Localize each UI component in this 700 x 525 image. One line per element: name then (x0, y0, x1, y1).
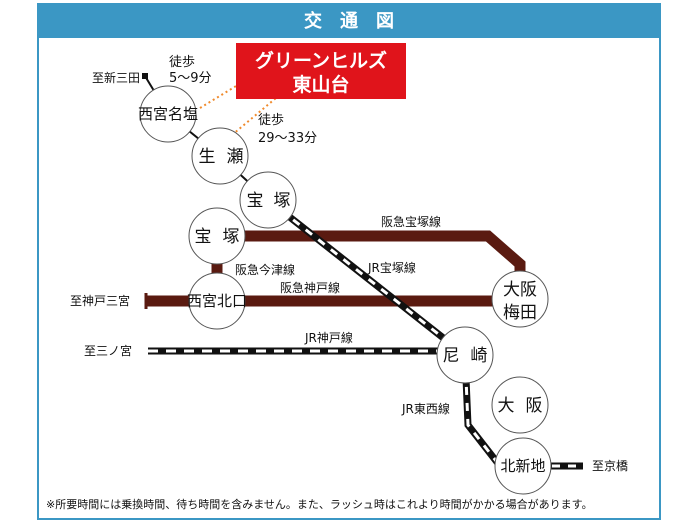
line-label-jr-tozai: JR東西線 (401, 401, 450, 416)
station-label-2: 阪 (526, 396, 543, 416)
destination-name-line2: 東山台 (292, 73, 349, 96)
station-osaka-umeda: 大阪 梅田 (491, 270, 549, 328)
shin-sanda-marker (142, 73, 148, 79)
destination-name-line1: グリーンヒルズ (255, 49, 387, 72)
station-label-2: 梅田 (503, 303, 537, 323)
station-label-2: 崎 (471, 346, 488, 366)
station-label: 西宮名塩 (138, 105, 198, 123)
footnote: ※所要時間には乗換時間、待ち時間を含みません。また、ラッシュ時はこれより時間がか… (46, 498, 593, 511)
station-label: 北新地 (500, 457, 545, 475)
destination-box (236, 43, 406, 99)
station-label-1: 大 (498, 396, 515, 416)
direction-kobe-sannomiya: 至神戸三宮 (70, 293, 130, 308)
walk-time-najio: 5〜9分 (169, 71, 212, 86)
walk-path-najio (199, 79, 247, 109)
station-label-1: 宝 (247, 191, 264, 211)
walk-label-najio: 徒歩 (169, 55, 195, 70)
station-label-1: 生 (199, 147, 216, 167)
station-nishinomiya-kitaguchi: 西宮北口 (187, 272, 247, 330)
station-label: 西宮北口 (187, 292, 247, 310)
line-label-hankyu-imazu: 阪急今津線 (235, 262, 295, 277)
walk-time-namaze: 29〜33分 (258, 131, 317, 146)
station-nishinomiya-najio: 西宮名塩 (138, 85, 198, 143)
station-label-1: 大阪 (503, 280, 537, 300)
station-takarazuka-jr: 宝 塚 (239, 171, 297, 229)
station-namaze: 生 瀬 (191, 127, 249, 185)
station-osaka: 大 阪 (491, 376, 549, 434)
line-label-hankyu-kobe: 阪急神戸線 (280, 280, 340, 295)
station-label-2: 瀬 (227, 147, 244, 167)
map-title: 交 通 図 (39, 5, 659, 38)
station-label-2: 塚 (223, 227, 240, 247)
line-label-jr-kobe: JR神戸線 (304, 330, 353, 345)
station-takarazuka-hankyu: 宝 塚 (188, 207, 246, 265)
direction-shin-sanda: 至新三田 (92, 70, 140, 85)
line-label-hankyu-takarazuka: 阪急宝塚線 (381, 214, 441, 229)
station-label-2: 塚 (274, 191, 291, 211)
jr-takarazuka-line-dash (267, 198, 466, 357)
station-label-1: 宝 (195, 227, 212, 247)
station-kitashinchi: 北新地 (494, 437, 552, 495)
direction-kyobashi: 至京橋 (592, 459, 628, 473)
walk-label-namaze: 徒歩 (258, 113, 284, 128)
station-amagasaki: 尼 崎 (436, 326, 494, 384)
station-label-1: 尼 (443, 346, 460, 366)
line-label-jr-takarazuka: JR宝塚線 (367, 260, 416, 275)
direction-sannomiya: 至三ノ宮 (84, 343, 132, 358)
